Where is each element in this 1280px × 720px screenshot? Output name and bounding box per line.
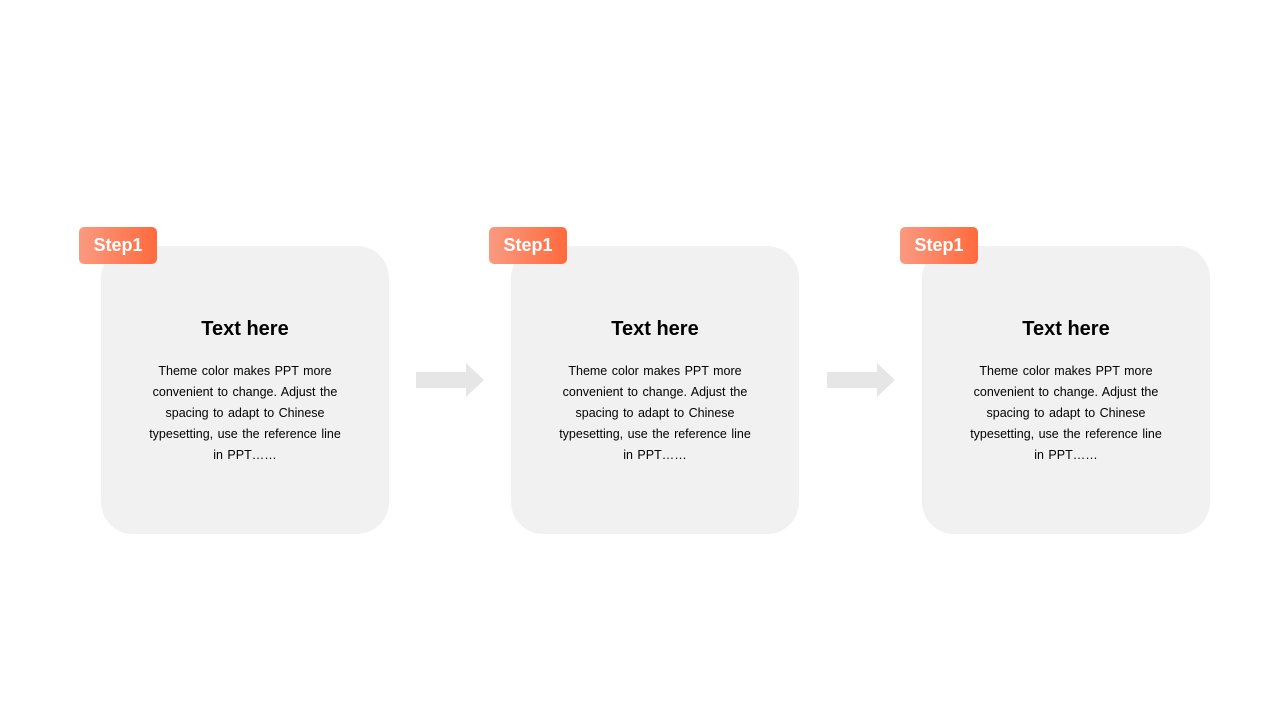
step-card-body: Theme color makes PPT more convenient to…: [149, 364, 341, 462]
arrow-shape: [416, 363, 484, 397]
step-card-title: Text here: [611, 318, 699, 340]
step-card-title: Text here: [1022, 318, 1110, 340]
step-card-body: Theme color makes PPT more convenient to…: [559, 364, 751, 462]
step-badge-3: Step1: [900, 227, 978, 264]
step-badge-1: Step1: [79, 227, 157, 264]
step-card-body: Theme color makes PPT more convenient to…: [970, 364, 1162, 462]
right-arrow-icon: [827, 363, 895, 397]
step-badge-2: Step1: [489, 227, 567, 264]
step-card-3: Text here Theme color makes PPT more con…: [922, 246, 1210, 534]
step-card-title: Text here: [201, 318, 289, 340]
step-card-2: Text here Theme color makes PPT more con…: [511, 246, 799, 534]
arrow-shape: [827, 363, 895, 397]
step-card-1: Text here Theme color makes PPT more con…: [101, 246, 389, 534]
right-arrow-icon: [416, 363, 484, 397]
